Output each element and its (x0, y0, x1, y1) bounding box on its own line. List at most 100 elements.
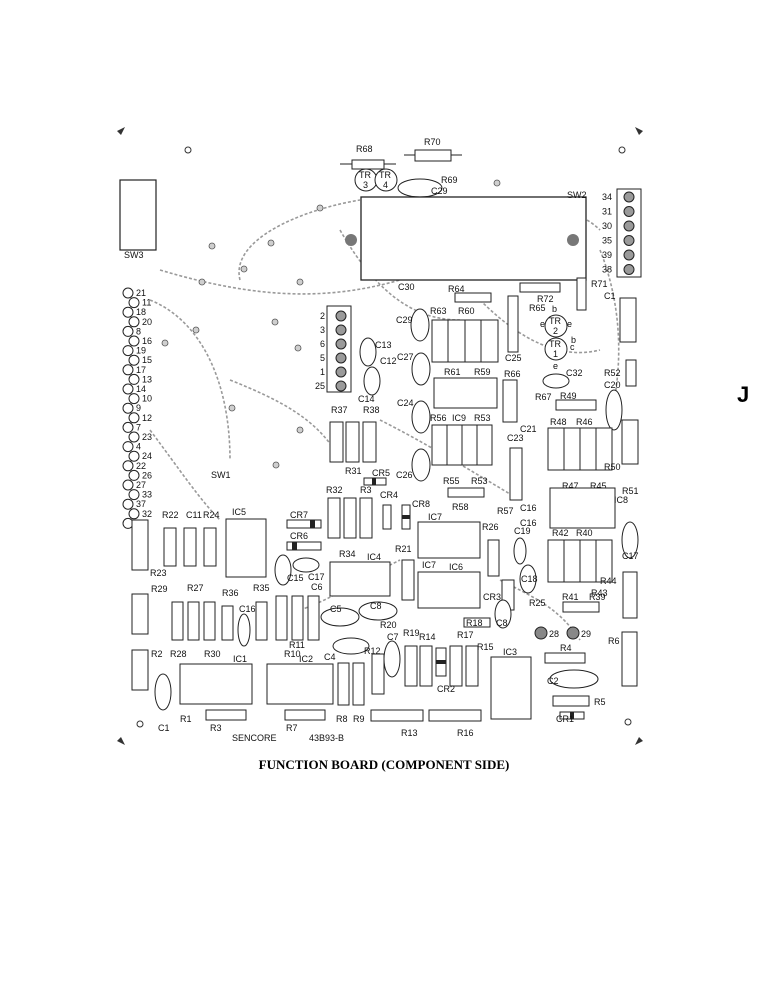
terminal-label: 26 (142, 470, 152, 480)
chip-ic2 (266, 663, 334, 705)
diode (286, 541, 322, 551)
transistor-tr2: TR 2 (544, 314, 568, 338)
resistor (449, 645, 463, 687)
capacitor-label: C13 (375, 340, 392, 350)
mount-hole (184, 146, 192, 154)
terminal-6 (335, 338, 347, 350)
terminal-26 (128, 469, 140, 481)
terminal-label: 11 (142, 298, 151, 308)
resistor (307, 595, 320, 641)
capacitor (320, 607, 360, 627)
resistor (404, 149, 462, 162)
resistor-label: R48 (550, 417, 567, 427)
switch-sw2-label: SW2 (567, 190, 587, 200)
capacitor (519, 564, 537, 594)
resistor-label: R20 (380, 620, 397, 630)
terminal-label: 16 (142, 336, 152, 346)
diode (363, 477, 387, 486)
capacitor-label: C2 (547, 676, 559, 686)
resistor-label: R27 (187, 583, 204, 593)
capacitor-label: C12 (380, 356, 397, 366)
capacitor-label: C20 (604, 380, 621, 390)
terminal-34 (623, 191, 635, 203)
resistor (487, 539, 500, 577)
terminal-22 (122, 460, 134, 472)
resistor-label: R3 (210, 723, 222, 733)
capacitor-label: C27 (397, 352, 414, 362)
capacitor-label: C5 (330, 604, 342, 614)
board-maker: SENCORE (232, 733, 277, 743)
terminal-1 (335, 366, 347, 378)
terminal-label: 33 (142, 490, 152, 500)
mount-hole (136, 720, 144, 728)
resistor (362, 421, 377, 463)
terminal-15 (128, 354, 140, 366)
terminal-12 (128, 412, 140, 424)
resistor (465, 645, 479, 687)
resistor-label: R25 (529, 598, 546, 608)
resistor (555, 399, 597, 411)
terminal-20 (128, 316, 140, 328)
resistor (163, 527, 177, 567)
terminal-group-left: 2111182081619151713141091272342422262733… (122, 287, 152, 529)
terminal-label: 34 (602, 192, 612, 202)
capacitor-label: C16 (520, 518, 537, 528)
terminal-label: 17 (136, 365, 146, 375)
resistor-label: R53 (471, 476, 488, 486)
resistor (337, 662, 350, 706)
capacitor (383, 640, 401, 678)
resistor-label: R9 (353, 714, 365, 724)
capacitor (411, 448, 431, 482)
capacitor (237, 613, 251, 647)
resistor-label: R66 (504, 369, 521, 379)
resistor-label: R36 (222, 588, 239, 598)
resistor (345, 421, 360, 463)
mount-hole (624, 718, 632, 726)
terminal-label: 22 (136, 461, 146, 471)
switch-sw1-label: SW1 (211, 470, 231, 480)
capacitor (274, 554, 292, 586)
resistor-label: R24 (203, 510, 220, 520)
resistor-label: R15 (477, 642, 494, 652)
resistor-label: R1 (180, 714, 192, 724)
resistor-label: R13 (401, 728, 418, 738)
terminal-38 (623, 264, 635, 275)
transistor-tr3: TR 3 (354, 168, 378, 192)
terminal-label: 39 (602, 250, 612, 260)
terminal-24 (128, 450, 140, 462)
capacitor (154, 673, 172, 711)
corner-mark (117, 127, 125, 135)
resistor (291, 595, 304, 641)
terminal-30 (623, 220, 635, 232)
terminal-label: 4 (136, 442, 141, 452)
capacitor-label: C16 (239, 604, 256, 614)
capacitor (494, 599, 512, 629)
terminal-39 (623, 249, 635, 261)
svg-text:4: 4 (383, 180, 388, 190)
chip-ic3 (490, 656, 532, 720)
terminal-16 (128, 335, 140, 347)
mount-hole (618, 146, 626, 154)
resistor-label: R50 (604, 462, 621, 472)
capacitor-label: C8 (496, 618, 508, 628)
transistor-pin: b (571, 335, 576, 345)
capacitor (542, 373, 570, 389)
capacitor-label: C18 (521, 574, 538, 584)
terminal-35 (623, 235, 635, 246)
chip-ic4 (329, 561, 391, 597)
resistor-label: R70 (424, 137, 441, 147)
corner-mark (117, 737, 125, 745)
resistor (507, 295, 519, 353)
chip-label: IC2 (299, 654, 313, 664)
resistor (284, 709, 326, 721)
terminal-label: 30 (602, 221, 612, 231)
resistor-label: R8 (336, 714, 348, 724)
chip-label: IC8 (614, 495, 628, 505)
resistor-label: R45 (590, 481, 607, 491)
capacitor-label: C26 (396, 470, 413, 480)
chip-label: IC6 (449, 562, 463, 572)
terminal-label: 8 (136, 326, 141, 336)
capacitor-label: C21 (520, 424, 537, 434)
resistor-label: R30 (204, 649, 221, 659)
diode (559, 711, 585, 720)
